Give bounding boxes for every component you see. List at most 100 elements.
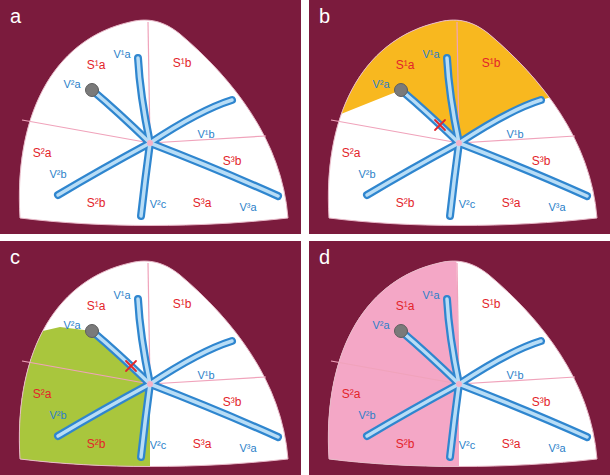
vein-label: V²b — [358, 168, 375, 180]
segment-label-holder: S³b — [223, 151, 242, 169]
segment-label-holder: S²a — [33, 143, 52, 161]
vein-label-holder: V¹b — [197, 365, 214, 383]
segment-label: S²b — [87, 438, 106, 451]
vein-label: V²b — [358, 409, 375, 421]
vein-label-holder: V²c — [459, 435, 476, 453]
segment-label-holder: S³a — [193, 193, 212, 211]
segment-label-holder: S³b — [532, 151, 551, 169]
segment-label: S¹b — [482, 298, 501, 311]
segment-label: S³b — [532, 396, 551, 409]
vein-label-holder: V²c — [150, 194, 167, 212]
segment-label: S³a — [193, 438, 212, 451]
segment-label: S³a — [193, 197, 212, 210]
vein-label: V³a — [239, 201, 256, 213]
segment-label: S²b — [396, 197, 415, 210]
segment-label: S¹b — [173, 298, 192, 311]
vein-label-holder: V¹b — [506, 124, 523, 142]
vein-label: V²c — [459, 198, 476, 210]
vein-label: V³a — [239, 442, 256, 454]
ligation-mark — [435, 120, 445, 130]
segment-label-holder: S³a — [193, 434, 212, 452]
segment-label: S³b — [223, 155, 242, 168]
segment-label-holder: S²b — [87, 434, 106, 452]
vein-label-holder: V¹a — [422, 285, 439, 303]
diagram-panel: dV¹aS¹a S¹bV²aV¹bS²aS³bV²bS²b V²c V³a S³a — [309, 241, 610, 475]
segment-label: S¹b — [482, 57, 501, 70]
vein-label: V²c — [150, 198, 167, 210]
segment-label: S³b — [532, 155, 551, 168]
vein-label-holder: V²a — [372, 315, 389, 333]
panel-letter-holder: b — [319, 5, 330, 27]
vein-label-holder: V²b — [358, 405, 375, 423]
vein-label: V¹b — [197, 128, 214, 140]
vein-label: V²c — [459, 439, 476, 451]
lung-border — [19, 20, 288, 225]
segment-label: S²b — [396, 438, 415, 451]
segment-label-holder: S³a — [502, 193, 521, 211]
segment-label: S³a — [502, 438, 521, 451]
vein-label: V¹b — [197, 369, 214, 381]
lung-lobe: V¹aS¹aS¹bV²aV¹bS²aS³bV²bS²bV²cV³aS³a — [0, 241, 301, 475]
vein-label: V³a — [548, 442, 565, 454]
panel-letter: a — [10, 5, 21, 27]
panel-art-d — [309, 241, 610, 475]
segment-label-holder: S²a — [33, 384, 52, 402]
panel-letter-holder: a — [10, 5, 21, 27]
panel-art-c — [0, 241, 301, 475]
segment-label-holder: S²b — [396, 193, 415, 211]
lung-border — [328, 261, 597, 466]
vein-label-holder: V²b — [49, 405, 66, 423]
vein-label-holder: V³a — [548, 197, 565, 215]
vein-tree — [367, 299, 587, 457]
segment-label: S²a — [342, 388, 361, 401]
segment-label-holder: S²b — [87, 193, 106, 211]
vein-tree — [367, 58, 587, 216]
vein-label: V¹a — [113, 48, 130, 60]
segment-label: S³a — [502, 197, 521, 210]
segment-label-holder: S¹a — [87, 55, 106, 73]
segment-label-holder: S³b — [223, 392, 242, 410]
segment-label: S¹a — [396, 300, 415, 313]
diagram-panel: bV¹aS¹a S¹bV²aV¹bS²aS³bV²bS²b V²c V³a S³a — [309, 0, 610, 234]
vein-label: V²c — [150, 439, 167, 451]
segment-label-holder: S²a — [342, 384, 361, 402]
vein-label-holder: V¹a — [113, 285, 130, 303]
segment-label: S²a — [33, 388, 52, 401]
segment-label-holder: S³a — [502, 434, 521, 452]
segment-label: S¹a — [87, 300, 106, 313]
vein-label: V²a — [63, 78, 80, 90]
panel-letter-holder: d — [319, 246, 330, 268]
panel-ground — [309, 0, 610, 234]
lung-border — [328, 20, 597, 225]
segment-label-holder: S²b — [396, 434, 415, 452]
segment-label: S²a — [342, 147, 361, 160]
vein-label-holder: V¹a — [422, 44, 439, 62]
segment-label-holder: S¹b — [482, 294, 501, 312]
segment-label: S¹a — [87, 59, 106, 72]
vein-label: V¹b — [506, 369, 523, 381]
vein-label-holder: V²a — [372, 74, 389, 92]
vein-label: V¹a — [422, 289, 439, 301]
vein-label: V¹b — [506, 128, 523, 140]
vein-label-holder: V¹b — [506, 365, 523, 383]
segment-label-holder: S¹b — [173, 53, 192, 71]
lung-lobe: V¹aS¹a S¹bV²aV¹bS²aS³bV²bS²b V²c V³a S³a — [309, 241, 610, 475]
segment-label-holder: S¹b — [173, 294, 192, 312]
segment-label: S³b — [223, 396, 242, 409]
diagram-panel: aV¹aS¹a S¹bV²aV¹bS²aS³bV²bS²b V²c V³a S³a — [0, 0, 301, 234]
panel-letter-holder: c — [10, 246, 20, 268]
panel-ground — [0, 0, 301, 234]
segment-label-holder: S¹b — [482, 53, 501, 71]
vein-label: V²b — [49, 168, 66, 180]
lung-shape — [19, 20, 288, 225]
panel-letter: d — [319, 246, 330, 268]
vein-label-holder: V²b — [49, 164, 66, 182]
segment-label-holder: S¹a — [396, 296, 415, 314]
panel-art-b — [309, 0, 610, 234]
vein-label-holder: V²c — [150, 435, 167, 453]
vein-label-holder: V¹a — [113, 44, 130, 62]
panel-letter: b — [319, 5, 330, 27]
vein-label-holder: V³a — [548, 438, 565, 456]
lung-lobe: V¹aS¹a S¹bV²aV¹bS²aS³bV²bS²b V²c V³a S³a — [309, 0, 610, 234]
segment-label: S¹a — [396, 59, 415, 72]
